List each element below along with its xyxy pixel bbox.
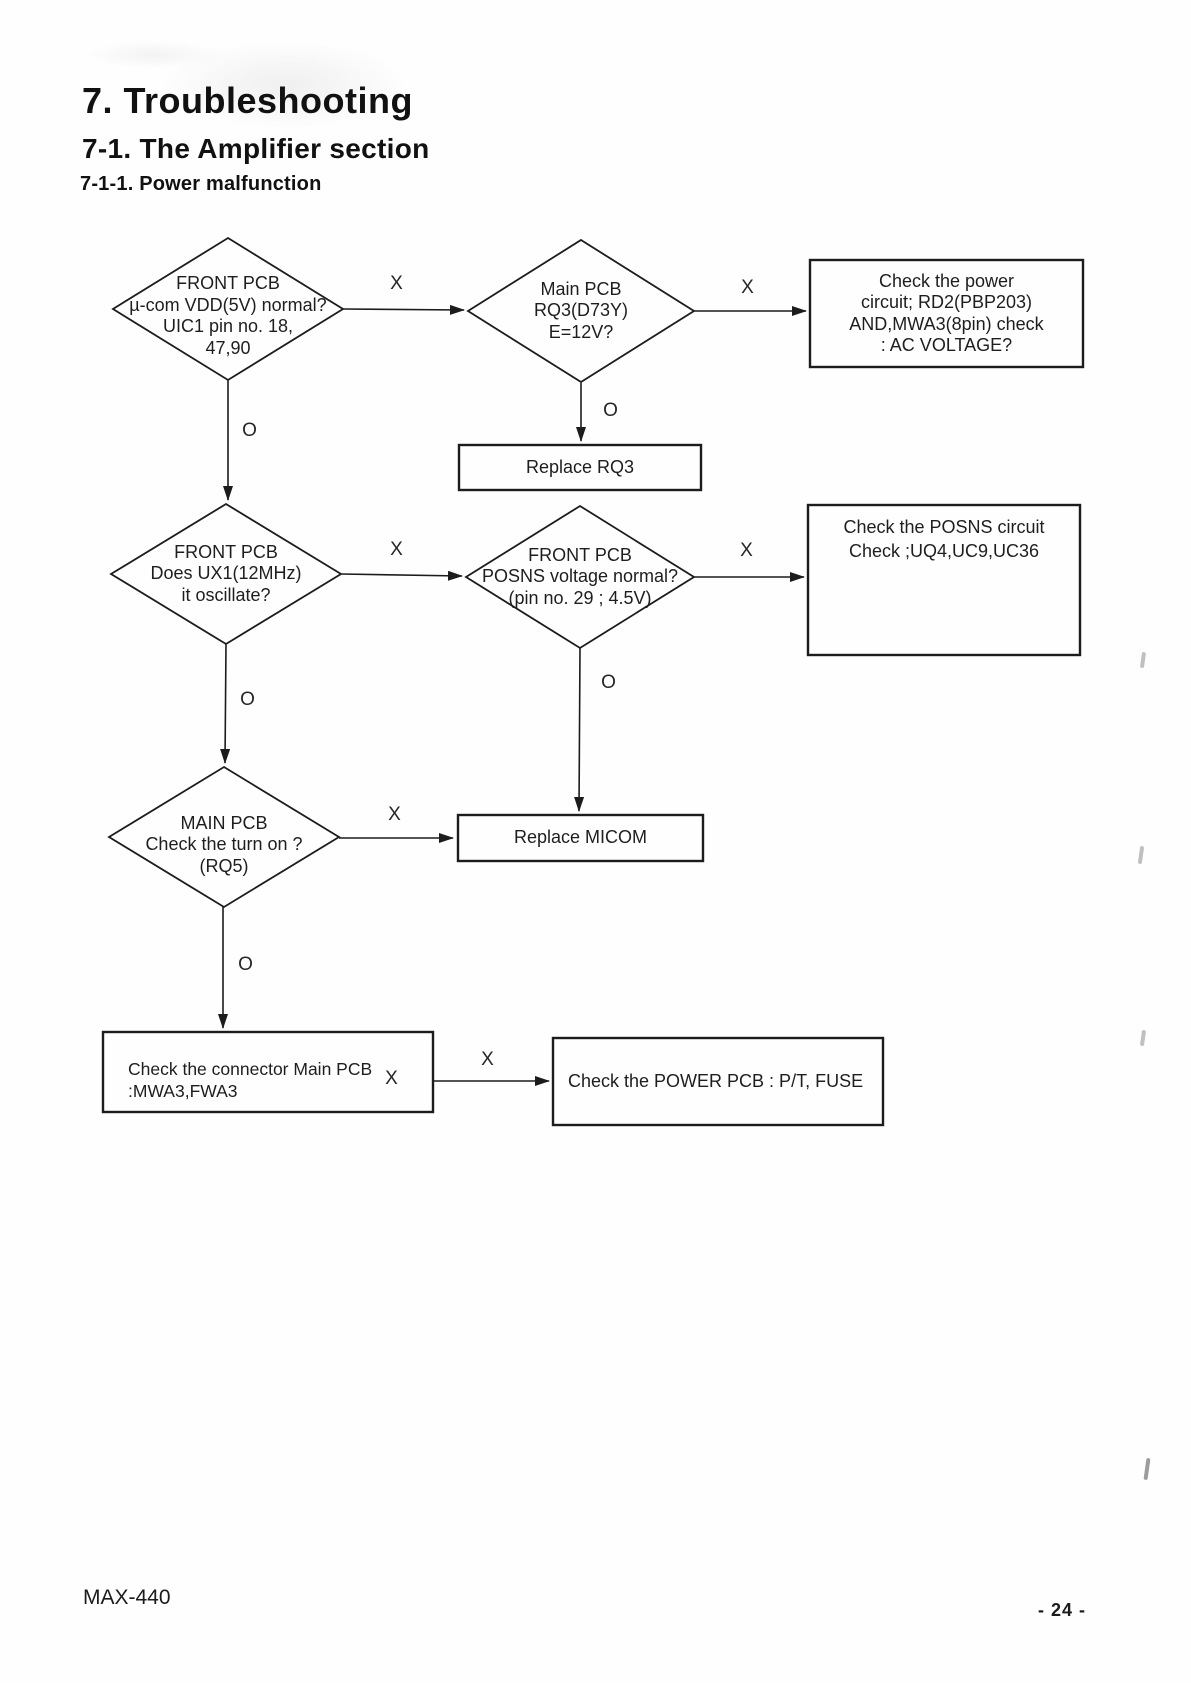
- node-text-line: 47,90: [205, 337, 251, 358]
- node-text-line: Check ;UQ4,UC9,UC36: [848, 541, 1040, 561]
- branch-label-x: X: [740, 540, 754, 561]
- branch-label-o: O: [601, 672, 617, 693]
- process-shape-replace-rq3: [457, 443, 703, 492]
- decision-front-pcb-vdd: FRONT PCB µ-com VDD(5V) normal? UIC1 pin…: [113, 239, 343, 381]
- node-text-line: (pin no. 29 ; 4.5V): [508, 587, 652, 608]
- process-shape-check-power-pcb: [551, 1036, 885, 1127]
- node-text-line: µ-com VDD(5V) normal?: [129, 294, 327, 315]
- decision-shape-main-pcb-rq3: [466, 238, 696, 384]
- node-text-line: Replace RQ3: [525, 456, 635, 477]
- node-text-line: RQ3(D73Y): [533, 300, 629, 321]
- node-text-line: circuit; RD2(PBP203): [860, 292, 1033, 312]
- decision-shape-main-pcb-turn-on: [107, 765, 341, 909]
- process-shape-check-power-circuit: [808, 258, 1085, 369]
- arrow-ux1-to-posns: [340, 570, 463, 581]
- process-shape-replace-micom: [456, 813, 705, 863]
- subsection-title: 7-1-1. Power malfunction: [80, 173, 322, 195]
- node-text-line: Check the turn on ?: [145, 834, 303, 855]
- arrow-ux1-to-turn-on: [220, 643, 231, 764]
- branch-label-x: X: [481, 1049, 495, 1070]
- arrow-vdd-to-rq3: [342, 304, 465, 315]
- node-text-line: :MWA3,FWA3: [128, 1080, 238, 1101]
- node-text-line: it oscillate?: [181, 584, 271, 605]
- node-text-line: UIC1 pin no. 18,: [162, 316, 294, 336]
- node-text-line: AND,MWA3(8pin) check: [849, 313, 1044, 334]
- branch-label-x: X: [741, 277, 755, 298]
- branch-label-x-inner: X: [385, 1068, 399, 1089]
- node-text-line: Does UX1(12MHz): [150, 563, 302, 584]
- page-title: 7. Troubleshooting: [82, 80, 413, 121]
- branch-label-x: X: [388, 804, 402, 825]
- node-text-line: FRONT PCB: [528, 544, 632, 565]
- decision-main-pcb-rq3: Main PCB RQ3(D73Y) E=12V?: [468, 240, 694, 382]
- branch-label-o: O: [238, 954, 254, 975]
- branch-label-x: X: [390, 273, 404, 294]
- arrow-posns-to-replace-micom: [574, 647, 585, 812]
- node-text-line: FRONT PCB: [176, 273, 280, 293]
- branch-label-o: O: [603, 400, 619, 421]
- node-text-line: MAIN PCB: [180, 812, 268, 833]
- decision-main-pcb-turn-on: MAIN PCB Check the turn on ? (RQ5): [109, 767, 339, 907]
- branch-label-o: O: [242, 420, 258, 441]
- decision-front-pcb-posns: FRONT PCB POSNS voltage normal? (pin no.…: [466, 506, 694, 648]
- process-shape-check-posns-circuit: [806, 503, 1082, 657]
- node-text-line: Replace MICOM: [513, 827, 648, 848]
- process-check-power-pcb: Check the POWER PCB : P/T, FUSE: [553, 1038, 883, 1125]
- node-text-line: E=12V?: [548, 321, 614, 342]
- process-replace-micom: Replace MICOM: [458, 815, 703, 861]
- process-check-power-circuit: Check the power circuit; RD2(PBP203) AND…: [810, 260, 1083, 367]
- process-replace-rq3: Replace RQ3: [459, 445, 701, 490]
- process-check-connector: Check the connector Main PCB :MWA3,FWA3: [103, 1032, 433, 1112]
- node-text-line: Main PCB: [540, 278, 622, 299]
- node-text-line: Check the POSNS circuit: [843, 517, 1045, 537]
- process-shape-check-connector: [101, 1030, 435, 1114]
- node-text-line: POSNS voltage normal?: [481, 566, 679, 587]
- decision-front-pcb-ux1: FRONT PCB Does UX1(12MHz) it oscillate?: [111, 504, 341, 644]
- node-text-line: : AC VOLTAGE?: [880, 335, 1013, 355]
- model-number: MAX-440: [83, 1586, 171, 1609]
- node-text-line: (RQ5): [199, 855, 249, 876]
- page-number: - 24 -: [1038, 1600, 1087, 1620]
- node-text-line: FRONT PCB: [174, 541, 278, 562]
- branch-label-x: X: [390, 539, 404, 560]
- node-text-line: Check the power: [878, 270, 1015, 291]
- node-text-line: Check the POWER PCB : P/T, FUSE: [568, 1070, 864, 1091]
- branch-label-o: O: [240, 689, 256, 710]
- section-title: 7-1. The Amplifier section: [82, 133, 430, 164]
- node-text-line: Check the connector Main PCB: [128, 1058, 373, 1079]
- process-check-posns-circuit: Check the POSNS circuit Check ;UQ4,UC9,U…: [808, 505, 1080, 655]
